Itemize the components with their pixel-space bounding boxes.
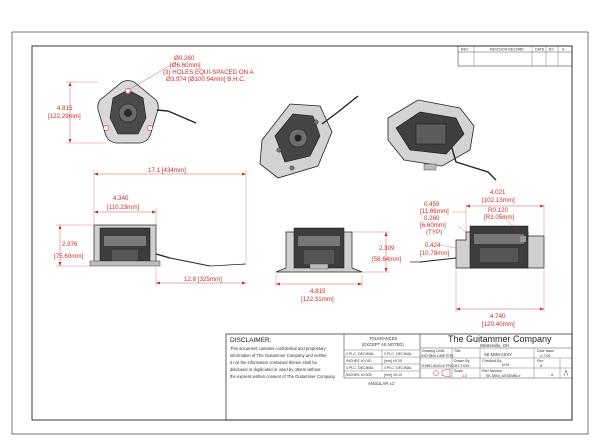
top-cable <box>156 109 197 124</box>
right-dim-d-mm-label: [10.78mm] <box>420 250 450 257</box>
drawing-title: SK-MINI ASSY <box>484 352 512 357</box>
tol-row1b: 2 PLC. DECIMAL <box>384 352 412 356</box>
projection-label: THIRD ANGLE PROJECTION <box>421 364 470 368</box>
rev-date-label: DATE <box>535 48 545 52</box>
front-height-label: 2.976 <box>62 241 78 248</box>
right-width-label: 4.740 <box>490 313 506 320</box>
isometric-view-left <box>259 95 359 179</box>
right-width-mm-label: [120.40mm] <box>482 321 515 328</box>
disclaimer-line-5: the express written consent of The Guita… <box>230 374 336 379</box>
date-issue-value: 2-7-09 <box>540 354 550 358</box>
company-location: Westerville, OH <box>480 343 509 348</box>
side-view <box>275 227 390 287</box>
right-dim-b-label: 0.459 <box>424 201 440 208</box>
cable-length-label: 12.8 [325mm] <box>184 276 222 283</box>
mount-hole-2 <box>103 125 109 131</box>
disclaimer-title: DISCLAIMER: <box>230 337 272 344</box>
drawn-by-label: Drawn By <box>454 359 470 363</box>
top-height-label: 4.815 <box>57 105 73 112</box>
mount-hole-1 <box>125 88 131 94</box>
revision-record-header: REVISION RECORD <box>490 48 524 52</box>
part-number-label: Part Number <box>482 369 503 373</box>
drawing-units-value: INCH[MILLIMETER] <box>421 354 453 358</box>
right-dim-d-label: 0.424 <box>425 242 441 249</box>
rev-label: REV <box>461 48 469 52</box>
right-dim-b-mm-label: [11.66mm] <box>420 208 449 215</box>
right-radius-label: R0.120 <box>488 207 509 214</box>
tolerances-subtitle: (EXCEPT AS NOTED) <box>362 342 404 347</box>
projection-symbol-circle <box>433 370 439 376</box>
top-height-mm-label: [122.29mm] <box>48 113 81 120</box>
rev-by-label: BY <box>549 48 554 52</box>
drawn-by-value: M.M. <box>502 363 510 367</box>
sheet-size-value: A <box>551 373 554 377</box>
front-height-mm-label: [75.60mm] <box>54 253 84 260</box>
right-view <box>410 204 545 312</box>
disclaimer-line-1: This document contains confidential and … <box>230 346 327 351</box>
part-number-value: SK-MINI_ASSEMBLY <box>486 374 521 378</box>
tol-row3b: 3 PLC. DECIMAL <box>384 366 412 370</box>
bolt-circle-label: Ø3.974 [Ø100.94mm] B.H.C. <box>166 76 246 83</box>
drawing-units-label: Drawing Units <box>422 349 445 353</box>
side-width-mm-label: [122.31mm] <box>301 296 334 303</box>
overall-length-label: 17.1 [434mm] <box>148 167 186 174</box>
rev-block-value: A <box>540 364 543 368</box>
rev-sheet-label: A <box>562 48 565 52</box>
side-height-mm-label: [58.64mm] <box>372 256 402 263</box>
isometric-view-right <box>387 99 497 181</box>
outer-border <box>11 31 589 435</box>
date-issue-label: Date Issue <box>537 349 554 353</box>
holes-note-label: (3) HOLES EQUI-SPACED ON A <box>163 69 255 76</box>
tol-row4a: INCHES ±0.005 <box>346 373 372 377</box>
tol-row2a: INCHES ±0.010 <box>346 359 372 363</box>
checked-by-label: Checked By <box>482 359 502 363</box>
mount-hole-3 <box>147 125 153 131</box>
disclaimer-line-2: information of The Guitammer Company and… <box>230 353 327 358</box>
revision-block: REV REVISION RECORD DATE BY A <box>457 45 573 67</box>
tol-row3a: 3 PLC. DECIMAL <box>346 366 374 370</box>
title-block-frame <box>225 333 573 421</box>
body-length-mm-label: [110.23mm] <box>107 204 139 211</box>
disclaimer-line-3: it nor the information contained therein… <box>230 360 318 365</box>
company-name: The Guitammer Company <box>448 334 552 344</box>
tolerances-title: TOLERANCES <box>369 336 398 341</box>
tol-row2b: [mm] ±0.25 <box>384 359 402 363</box>
hole-diameter-label: Ø0.260 <box>174 55 195 62</box>
right-dim-c-mm-label: [6.60mm] <box>420 222 446 229</box>
side-height-label: 2.309 <box>379 245 395 252</box>
tol-angular: ANGULAR ±1° <box>368 381 396 386</box>
hole-diameter-mm-label: [Ø6.60mm] <box>170 62 201 69</box>
right-dim-a-label: 4.021 <box>490 189 506 196</box>
top-view <box>66 61 197 144</box>
tol-row4b: [mm] ±0.13 <box>384 373 402 377</box>
front-view <box>56 170 247 287</box>
side-width-label: 4.815 <box>310 288 326 295</box>
title-label: Title <box>454 349 461 353</box>
right-typ-label: (TYP) <box>426 229 442 236</box>
right-dim-c-label: 0.260 <box>424 215 440 222</box>
tol-row1a: 2 PLC. DECIMAL <box>346 352 374 356</box>
projection-symbol-cone <box>441 368 451 378</box>
right-radius-mm-label: [R3.05mm] <box>484 214 515 221</box>
scale-label: Scale <box>454 369 463 373</box>
body-length-label: 4.340 <box>113 195 129 202</box>
rev-block-label: Rev <box>537 359 544 363</box>
right-dim-a-mm-label: [102.13mm] <box>482 197 515 204</box>
scale-value: 1:2 <box>462 374 467 378</box>
disclaimer-line-4: disclosed or duplicated or used by other… <box>230 367 321 372</box>
revision-triangle-icon <box>563 369 569 377</box>
